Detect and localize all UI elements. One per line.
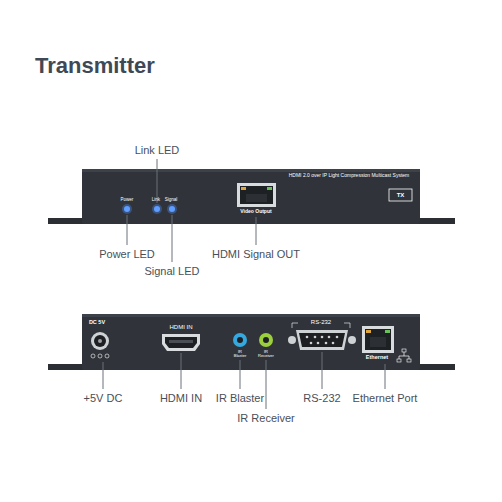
panel-text: IR Blaster: [232, 350, 248, 358]
callout-label: +5V DC: [84, 393, 123, 404]
panel-text: DC 5V: [89, 320, 105, 326]
callout-label: Link LED: [135, 145, 180, 156]
panel-text: TX: [397, 192, 405, 198]
panel-text: HDMI IN: [170, 324, 193, 330]
panel-text: IR Receiver: [257, 350, 275, 358]
callout-label: HDMI Signal OUT: [212, 249, 300, 260]
panel-text: Power: [121, 198, 134, 203]
callout-label: IR Blaster: [216, 393, 264, 404]
callout-label: Power LED: [99, 249, 155, 260]
callout-label: IR Receiver: [237, 413, 294, 424]
panel-text: Video Output: [240, 209, 271, 214]
page-title: Transmitter: [35, 55, 155, 77]
panel-text: HDMI 2.0 over IP Light Compression Multi…: [289, 173, 410, 178]
panel-text: Link: [152, 198, 160, 203]
callout-label: Ethernet Port: [353, 393, 418, 404]
callout-label: HDMI IN: [160, 393, 202, 404]
callout-label: Signal LED: [144, 266, 199, 277]
panel-text: Ethernet: [366, 355, 388, 361]
panel-text: Signal: [165, 198, 178, 203]
panel-text: RS-232: [311, 319, 331, 325]
callout-label: RS-232: [303, 393, 340, 404]
